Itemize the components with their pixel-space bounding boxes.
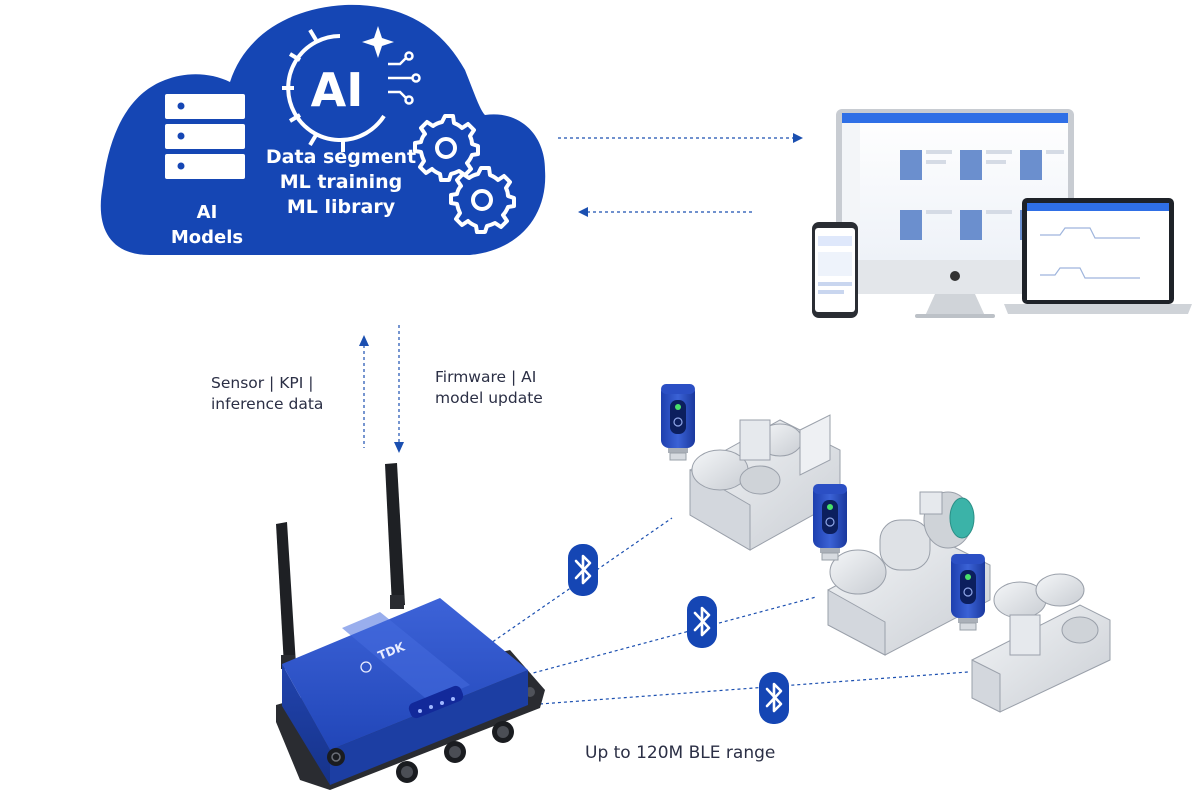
antenna xyxy=(385,463,405,606)
laptop-icon xyxy=(1004,198,1192,314)
status-leds xyxy=(408,685,464,719)
cloud-platform: AI Data segment ML training ML library A… xyxy=(100,4,546,256)
ble-range-label: Up to 120M BLE range xyxy=(585,743,776,763)
power-button xyxy=(327,748,345,766)
ai-logo-text: AI xyxy=(311,63,364,117)
industrial-machine-pump xyxy=(827,491,991,656)
bluetooth-icon xyxy=(566,542,600,598)
vibration-sensor xyxy=(812,483,848,561)
downlink-label-line2: model update xyxy=(435,389,543,407)
gateway-port xyxy=(444,741,466,763)
tdk-logo-icon xyxy=(360,661,372,673)
cloud-service-ml-training: ML training xyxy=(280,171,403,193)
industrial-machine-compressor xyxy=(971,573,1111,713)
client-devices xyxy=(812,109,1192,318)
downlink-label: Firmware | AI model update xyxy=(435,367,543,409)
server-icon xyxy=(165,94,245,179)
cloud-device-link xyxy=(558,133,803,217)
gateway-cloud-link xyxy=(359,325,404,453)
uplink-label: Sensor | KPI | inference data xyxy=(211,373,323,415)
smartphone-icon xyxy=(812,222,858,318)
gateway-port xyxy=(396,761,418,783)
bluetooth-icon xyxy=(757,670,791,726)
industrial-machine-chiller xyxy=(689,414,841,551)
antenna xyxy=(276,522,296,666)
edge-gateway: TDK xyxy=(276,463,545,790)
bluetooth-icon xyxy=(685,594,719,650)
ai-chip-icon: AI xyxy=(282,26,421,152)
uplink-label-line2: inference data xyxy=(211,395,324,413)
gateway-port xyxy=(492,721,514,743)
ai-models-label-line2: Models xyxy=(171,227,243,248)
cloud-shape xyxy=(100,4,546,256)
ble-links xyxy=(487,517,969,705)
vibration-sensor xyxy=(950,553,986,631)
cloud-service-ml-library: ML library xyxy=(287,196,396,218)
vibration-sensor xyxy=(660,383,696,461)
uplink-label-line1: Sensor | KPI | xyxy=(211,374,314,392)
ai-models-label-line1: AI xyxy=(197,202,218,223)
downlink-label-line1: Firmware | AI xyxy=(435,368,537,386)
cloud-service-data-segment: Data segment xyxy=(266,146,416,168)
